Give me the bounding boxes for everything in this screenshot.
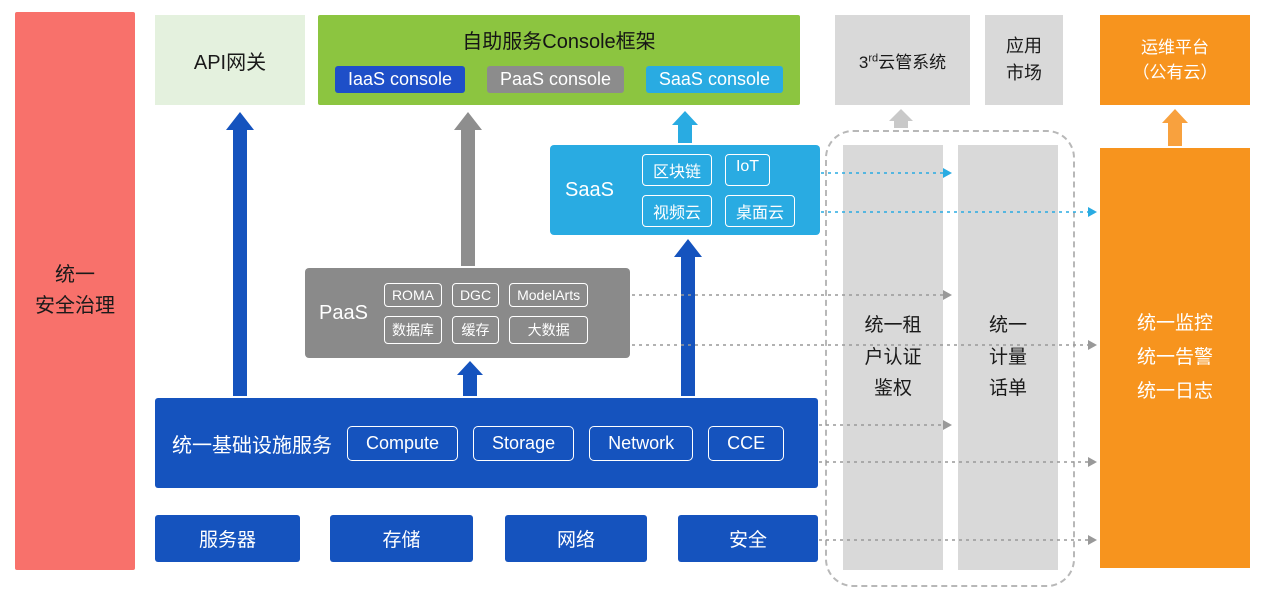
saas-label: SaaS: [565, 178, 614, 201]
tenant-auth-bar: 统一租 户认证 鉴权: [843, 145, 943, 570]
iaas-label: 统一基础设施服务: [172, 434, 332, 457]
bottom-box-network: 网络: [505, 515, 647, 562]
console-framework-box: 自助服务Console框架 IaaS console PaaS console …: [318, 15, 800, 105]
om-platform-box: 运维平台 （公有云）: [1100, 15, 1250, 105]
saas-console-button: SaaS console: [645, 66, 783, 93]
app-market-box: 应用 市场: [985, 15, 1063, 105]
third-party-label: 3rd云管系统: [859, 48, 946, 73]
saas-chip-row-1: 区块链 IoT: [641, 153, 771, 186]
third-party-prefix: 3: [858, 52, 869, 72]
paas-chip-dgc: DGC: [451, 282, 500, 307]
console-buttons-row: IaaS console PaaS console SaaS console: [335, 66, 783, 93]
arrow-iaas-to-saas: [674, 239, 702, 396]
arrow-monitor-to-om-platform: [1162, 109, 1188, 146]
iaas-chip-network: Network: [589, 425, 694, 461]
paas-chip-roma: ROMA: [383, 282, 442, 307]
arrow-iaas-to-paas: [457, 361, 483, 396]
iaas-chip-compute: Compute: [347, 425, 459, 461]
third-party-suffix: 云管系统: [878, 52, 947, 72]
console-framework-title: 自助服务Console框架: [462, 31, 656, 53]
paas-chip-modelarts: ModelArts: [509, 282, 589, 307]
third-party-superscript: rd: [868, 51, 879, 64]
saas-chip-row-2: 视频云 桌面云: [641, 194, 795, 227]
third-party-cloud-mgmt-box: 3rd云管系统: [835, 15, 970, 105]
paas-box: PaaS ROMA DGC ModelArts 数据库 缓存 大数据: [305, 268, 630, 358]
saas-chips: 区块链 IoT 视频云 桌面云: [641, 153, 795, 227]
paas-chip-database: 数据库: [383, 315, 442, 344]
metering-bar: 统一 计量 话单: [958, 145, 1058, 570]
paas-chips: ROMA DGC ModelArts 数据库 缓存 大数据: [383, 282, 589, 344]
saas-chip-video-cloud: 视频云: [641, 194, 712, 227]
iaas-console-button: IaaS console: [335, 66, 466, 93]
arrow-paas-to-console: [454, 112, 482, 266]
bottom-box-storage: 存储: [330, 515, 473, 562]
iaas-infrastructure-bar: 统一基础设施服务 Compute Storage Network CCE: [155, 398, 818, 488]
saas-box: SaaS 区块链 IoT 视频云 桌面云: [550, 145, 820, 235]
iaas-chip-storage: Storage: [473, 425, 575, 461]
monitor-alarm-log-box: 统一监控 统一告警 统一日志: [1100, 148, 1250, 568]
paas-console-button: PaaS console: [486, 66, 625, 93]
bottom-box-server: 服务器: [155, 515, 300, 562]
paas-chip-bigdata: 大数据: [509, 315, 589, 344]
security-governance-bar: 统一 安全治理: [15, 12, 135, 570]
arrow-iaas-to-api-gateway: [226, 112, 254, 396]
auth-metering-dashed-frame: [825, 130, 1075, 587]
saas-chip-blockchain: 区块链: [641, 153, 712, 186]
paas-label: PaaS: [319, 301, 368, 324]
arrow-frame-to-third-party: [889, 109, 913, 128]
saas-chip-iot: IoT: [724, 153, 771, 186]
iaas-chip-cce: CCE: [708, 425, 785, 461]
paas-chip-cache: 缓存: [451, 315, 500, 344]
saas-chip-desktop-cloud: 桌面云: [724, 194, 795, 227]
bottom-box-security: 安全: [678, 515, 818, 562]
arrow-saas-to-console: [672, 111, 698, 143]
api-gateway-box: API网关: [155, 15, 305, 105]
